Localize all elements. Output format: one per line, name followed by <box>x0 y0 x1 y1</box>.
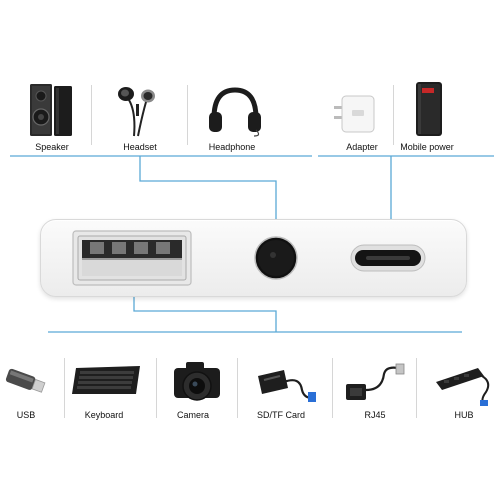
usb-hub-icon <box>436 368 490 406</box>
lightning-port <box>350 244 426 272</box>
label-adapter: Adapter <box>346 142 378 152</box>
separator <box>416 358 417 418</box>
label-camera: Camera <box>176 410 210 420</box>
power-adapter-icon <box>334 95 375 133</box>
usb-a-port <box>72 230 192 286</box>
label-headset: Headset <box>123 142 157 152</box>
separator <box>187 85 188 145</box>
label-usb: USB <box>16 410 36 420</box>
label-keyboard: Keyboard <box>84 410 124 420</box>
camera-icon <box>174 362 220 401</box>
label-speaker: Speaker <box>35 142 69 152</box>
power-bank-icon <box>416 82 442 136</box>
usb-connector-line <box>133 296 277 332</box>
label-hub: HUB <box>454 410 474 420</box>
separator <box>91 85 92 145</box>
audio-jack-port <box>254 236 298 280</box>
separator <box>332 358 333 418</box>
label-mobile-power: Mobile power <box>400 142 454 152</box>
adapter-body <box>40 219 467 297</box>
headset-icon <box>118 87 155 137</box>
separator <box>156 358 157 418</box>
speaker-icon <box>30 84 72 136</box>
usb-stick-icon <box>5 368 46 393</box>
headphone-icon <box>209 87 261 137</box>
label-sdtf-card: SD/TF Card <box>256 410 306 420</box>
audio-connector-line <box>139 156 277 219</box>
separator <box>64 358 65 418</box>
keyboard-icon <box>72 366 140 394</box>
separator <box>393 85 394 145</box>
separator <box>237 358 238 418</box>
ethernet-adapter-icon <box>346 363 405 400</box>
label-headphone: Headphone <box>208 142 256 152</box>
label-rj45: RJ45 <box>364 410 386 420</box>
card-reader-icon <box>258 370 316 402</box>
